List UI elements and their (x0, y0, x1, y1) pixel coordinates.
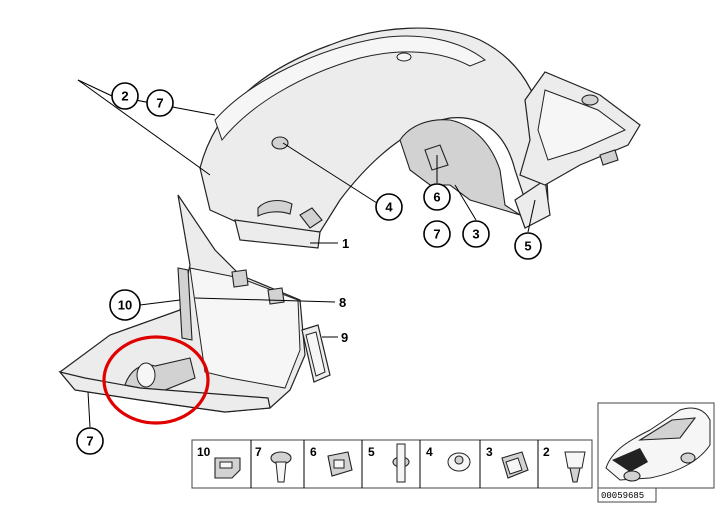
svg-text:1: 1 (342, 236, 349, 251)
svg-text:10: 10 (118, 298, 132, 313)
parts-legend: 10 7 6 5 4 3 2 (191, 439, 593, 489)
callout-5: 5 (514, 232, 542, 260)
callout-2: 2 (111, 82, 139, 110)
svg-text:7: 7 (255, 445, 262, 459)
legend-item-2: 2 (543, 445, 586, 483)
svg-text:9: 9 (341, 330, 348, 345)
svg-text:4: 4 (385, 200, 393, 215)
svg-text:7: 7 (86, 434, 93, 449)
legend-item-3: 3 (486, 445, 529, 479)
svg-text:3: 3 (486, 445, 493, 459)
callout-7-bottom: 7 (76, 427, 104, 455)
highlight-circle (102, 335, 210, 425)
leader-lines (77, 79, 536, 428)
callout-6: 6 (423, 183, 451, 211)
svg-text:7: 7 (433, 227, 440, 242)
svg-text:2: 2 (121, 89, 128, 104)
svg-text:4: 4 (426, 445, 433, 459)
svg-text:00059685: 00059685 (601, 491, 644, 501)
callout-3: 3 (462, 220, 490, 248)
callout-9: 9 (341, 330, 348, 345)
legend-item-10: 10 (197, 445, 241, 479)
svg-text:2: 2 (543, 445, 550, 459)
callout-7-mid: 7 (423, 220, 451, 248)
svg-text:3: 3 (472, 227, 479, 242)
svg-text:5: 5 (368, 445, 375, 459)
svg-text:8: 8 (339, 295, 346, 310)
car-thumbnail: 00059685 (597, 402, 715, 503)
legend-item-5: 5 (368, 443, 410, 483)
svg-text:10: 10 (197, 445, 211, 459)
svg-text:6: 6 (310, 445, 317, 459)
callout-10: 10 (109, 289, 141, 321)
callout-4: 4 (375, 193, 403, 221)
wheel-arch-liner-upper (199, 27, 551, 249)
callout-7-top: 7 (146, 89, 174, 117)
legend-item-7: 7 (255, 445, 292, 483)
svg-text:5: 5 (524, 239, 531, 254)
callout-8: 8 (339, 295, 346, 310)
legend-item-6: 6 (310, 445, 353, 477)
callout-1: 1 (342, 236, 349, 251)
legend-item-4: 4 (426, 445, 471, 472)
wheel-arch-rear-section (519, 71, 641, 186)
mounting-bracket (301, 324, 331, 383)
svg-text:7: 7 (156, 96, 163, 111)
svg-text:6: 6 (433, 190, 440, 205)
wheel-arch-liner-lower (58, 194, 306, 413)
